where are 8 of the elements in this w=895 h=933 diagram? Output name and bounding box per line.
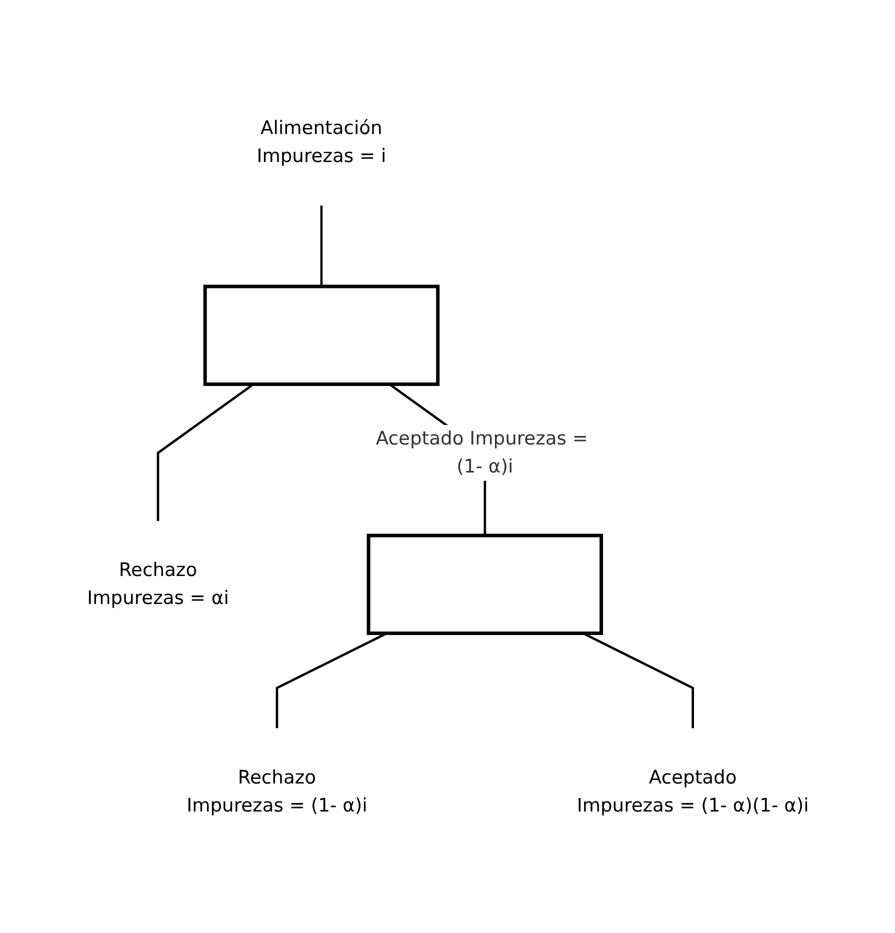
node-text: Aceptado Impurezas = (1- α)(1- α)i: [576, 766, 808, 816]
node-box: [202, 284, 440, 386]
node-text: Alimentación Impurezas = i: [256, 116, 386, 166]
edge-label: Aceptado Impurezas = (1- α)i: [375, 426, 588, 477]
node-text: Rechazo Impurezas = αi: [86, 558, 228, 608]
connector: [320, 204, 322, 286]
node-box: [366, 533, 603, 635]
node-text: Rechazo Impurezas = (1- α)i: [186, 766, 367, 816]
